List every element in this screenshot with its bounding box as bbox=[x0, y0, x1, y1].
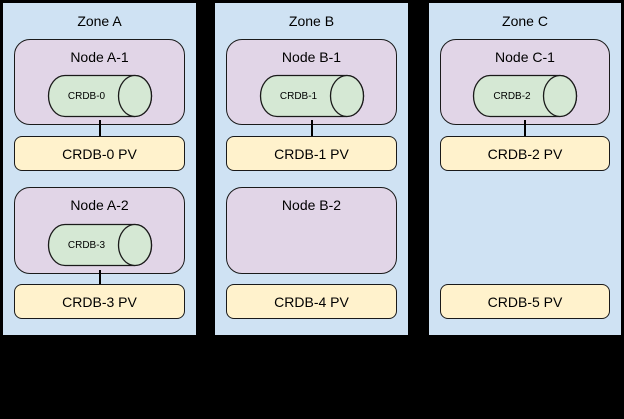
pod-crdb-0: CRDB-0 bbox=[47, 74, 153, 118]
node-a1: Node A-1 CRDB-0 bbox=[14, 39, 185, 125]
pv-crdb-2-label: CRDB-2 PV bbox=[487, 145, 563, 162]
pv-crdb-4: CRDB-4 PV bbox=[226, 284, 397, 319]
connector-c1-pv bbox=[524, 120, 526, 136]
node-c1-label: Node C-1 bbox=[495, 49, 555, 65]
connector-a2-pv bbox=[98, 270, 101, 284]
node-a2: Node A-2 CRDB-3 bbox=[14, 187, 185, 274]
node-b1-label: Node B-1 bbox=[281, 49, 342, 65]
node-b1: Node B-1 CRDB-1 bbox=[226, 39, 397, 125]
pv-crdb-0-label: CRDB-0 PV bbox=[62, 145, 137, 162]
pod-crdb-3-label: CRDB-3 bbox=[67, 239, 106, 251]
zone-a-title: Zone A bbox=[77, 13, 122, 29]
pod-crdb-2: CRDB-2 bbox=[472, 74, 578, 118]
cylinder-icon bbox=[47, 74, 152, 118]
pv-crdb-1: CRDB-1 PV bbox=[226, 136, 397, 171]
connector-a1-pv bbox=[98, 120, 101, 136]
node-b2: Node B-2 bbox=[226, 187, 397, 274]
cylinder-icon bbox=[472, 74, 578, 118]
pod-crdb-2-label: CRDB-2 bbox=[493, 90, 531, 102]
zone-b-title: Zone B bbox=[288, 13, 335, 29]
node-b2-label: Node B-2 bbox=[281, 197, 342, 213]
zone-a: Zone A Node A-1 CRDB-0 CRDB-0 PV Node A-… bbox=[1, 1, 198, 337]
pod-crdb-1: CRDB-1 bbox=[259, 74, 365, 118]
pv-crdb-2: CRDB-2 PV bbox=[440, 136, 610, 171]
node-a1-label: Node A-1 bbox=[70, 49, 129, 65]
pod-crdb-1-label: CRDB-1 bbox=[279, 90, 318, 102]
pv-crdb-0: CRDB-0 PV bbox=[14, 136, 185, 171]
pod-crdb-0-label: CRDB-0 bbox=[67, 90, 106, 102]
pv-crdb-3-label: CRDB-3 PV bbox=[62, 293, 137, 310]
pv-crdb-5-label: CRDB-5 PV bbox=[487, 293, 563, 310]
pv-crdb-3: CRDB-3 PV bbox=[14, 284, 185, 319]
node-c1: Node C-1 CRDB-2 bbox=[440, 39, 610, 125]
node-a2-label: Node A-2 bbox=[70, 197, 129, 213]
cylinder-icon bbox=[259, 74, 364, 118]
pv-crdb-4-label: CRDB-4 PV bbox=[274, 293, 349, 310]
zone-c-title: Zone C bbox=[502, 13, 548, 29]
pv-crdb-5: CRDB-5 PV bbox=[440, 284, 610, 319]
pv-crdb-1-label: CRDB-1 PV bbox=[274, 145, 349, 162]
pod-crdb-3: CRDB-3 bbox=[47, 223, 153, 267]
connector-b1-pv bbox=[310, 120, 313, 136]
cylinder-icon bbox=[47, 223, 152, 267]
zone-c: Zone C Node C-1 CRDB-2 CRDB-2 PV CRDB-5 … bbox=[427, 1, 623, 337]
zone-b: Zone B Node B-1 CRDB-1 CRDB-1 PV Node B-… bbox=[213, 1, 410, 337]
